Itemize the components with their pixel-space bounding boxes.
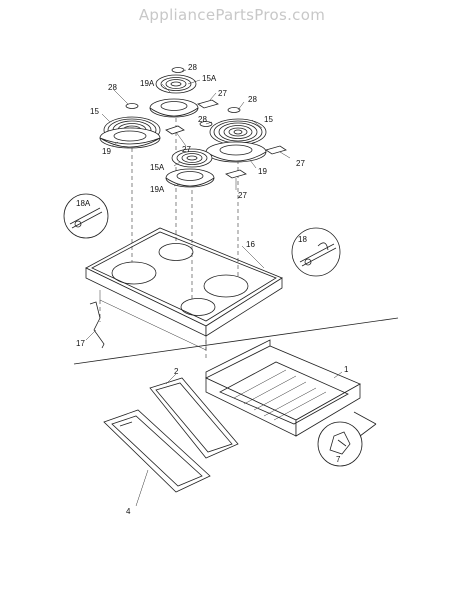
surface-element-back-part-15A <box>155 67 197 94</box>
label-19A-front: 19A <box>150 185 165 194</box>
label-18: 18 <box>298 235 307 244</box>
drawer-panel-part-2 <box>149 377 239 459</box>
drip-bowl-back-part-19A <box>149 98 199 118</box>
surface-element-right-part-15 <box>209 107 267 146</box>
leader-7-b <box>359 423 377 437</box>
receptacle-parts-27 <box>165 99 287 179</box>
section-divider <box>73 317 399 365</box>
label-28-left: 28 <box>108 83 117 92</box>
label-15-right: 15 <box>264 115 273 124</box>
detail-circle-18A <box>63 193 109 239</box>
bracket-part-17 <box>89 301 105 349</box>
label-28-right: 28 <box>248 95 257 104</box>
callout-labels: 28 15A 28 19A 27 28 15 28 15 19 27 27 15… <box>76 63 349 516</box>
leader-7-a <box>353 411 377 425</box>
label-17: 17 <box>76 339 85 348</box>
label-27-right: 27 <box>296 159 305 168</box>
label-2: 2 <box>174 367 179 376</box>
detail-circle-18 <box>291 227 341 277</box>
label-19-right: 19 <box>258 167 267 176</box>
drip-bowl-left-part-19 <box>99 127 161 149</box>
label-19A-top: 19A <box>140 79 155 88</box>
label-27-front: 27 <box>238 191 247 200</box>
label-28-mid: 28 <box>198 115 207 124</box>
label-28-top: 28 <box>188 63 197 72</box>
drip-bowl-front-part-19A <box>165 168 215 188</box>
label-1: 1 <box>344 365 349 374</box>
drip-bowl-right-part-19 <box>205 141 267 163</box>
drawer-front-part-4 <box>103 409 211 493</box>
detail-circle-7 <box>317 421 363 467</box>
drawer-part-1 <box>205 339 361 437</box>
cooktop-part-16 <box>85 227 283 351</box>
label-19-left: 19 <box>102 147 111 156</box>
label-15A-top: 15A <box>202 74 217 83</box>
label-7: 7 <box>336 455 341 464</box>
label-4: 4 <box>126 507 131 516</box>
watermark-text: AppliancePartsPros.com <box>138 6 326 24</box>
label-15-left: 15 <box>90 107 99 116</box>
leader-lines <box>85 69 343 507</box>
label-16: 16 <box>246 240 255 249</box>
label-27-top: 27 <box>218 89 227 98</box>
surface-element-front-part-15A <box>171 121 213 168</box>
label-18A: 18A <box>76 199 91 208</box>
label-27-mid: 27 <box>182 145 191 154</box>
label-15A-front: 15A <box>150 163 165 172</box>
